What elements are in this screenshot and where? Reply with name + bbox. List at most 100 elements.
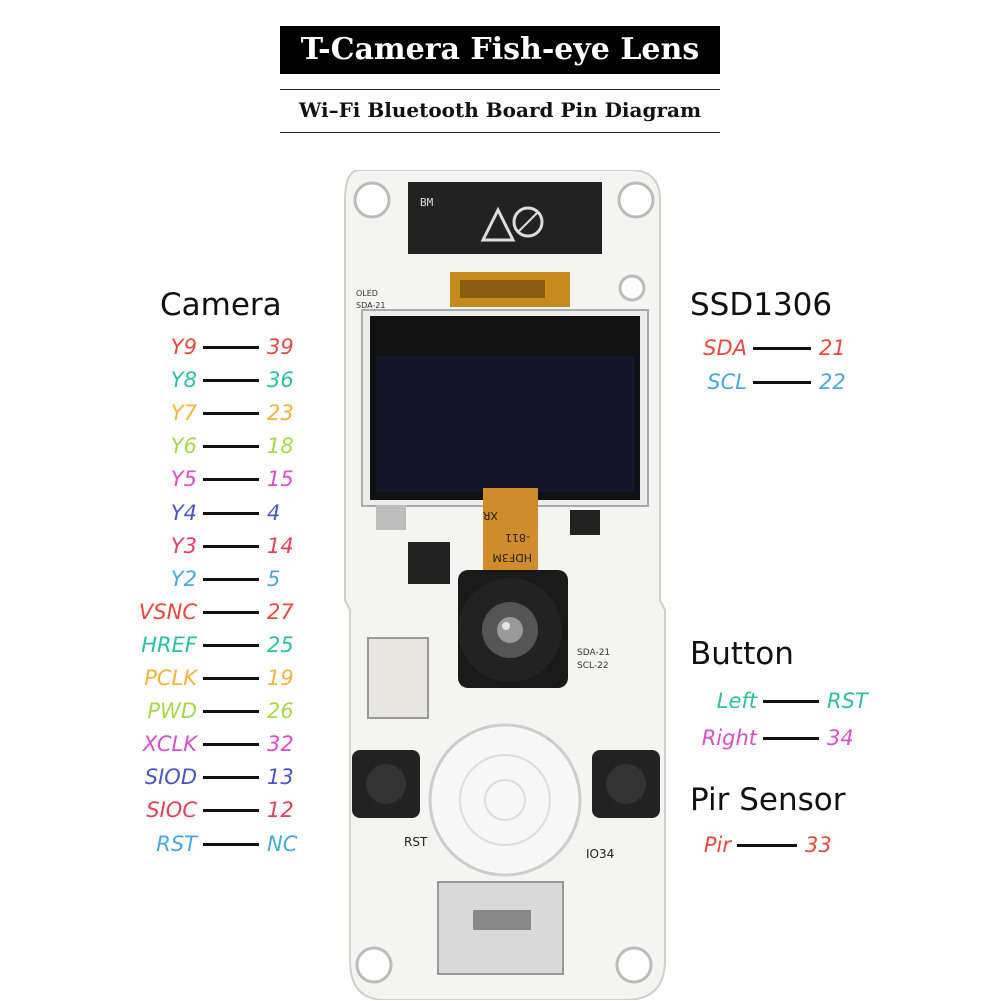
t-camera-board-illustration: BM OLED SDA-21 XR -811 HDF3M SDA-21 SCL-… (344, 170, 666, 1000)
pin-number-label: 4 (267, 500, 281, 525)
camera-pin-row: Y2 5 (125, 564, 325, 594)
pin-number-label: 23 (267, 401, 294, 426)
mounting-hole-top-left (353, 181, 391, 219)
pin-connector-line (203, 743, 259, 747)
button-section-title: Button (690, 636, 794, 672)
silk-sda-label: SDA-21 (577, 648, 610, 658)
pin-name-label: PWD (147, 699, 197, 724)
silk-scl-label: SCL-22 (577, 661, 609, 671)
silk-io34-label: IO34 (586, 847, 614, 861)
pin-number-label: NC (267, 831, 298, 856)
pin-number-label: 15 (267, 467, 294, 492)
pin-connector-line (203, 445, 259, 449)
pin-name-label: Y9 (170, 335, 197, 359)
pin-number-label: 39 (267, 335, 294, 359)
camera-pin-row: Y8 36 (125, 365, 325, 395)
pin-connector-line (763, 700, 819, 703)
pin-connector-line (753, 381, 811, 384)
mounting-hole-mid-right (618, 274, 646, 302)
pin-connector-line (203, 346, 259, 349)
oled-silk-label-sda: SDA-21 (356, 301, 385, 310)
camera-pin-row: VSNC 27 (125, 597, 325, 627)
pin-name-label: HREF (141, 632, 197, 657)
diagram-subtitle: Wi–Fi Bluetooth Board Pin Diagram (298, 98, 702, 122)
pin-name-label: Y5 (170, 467, 197, 492)
pir-pin-row: Pir 33 (675, 830, 875, 860)
pin-connector-line (203, 809, 259, 813)
pin-number-label: 12 (267, 798, 294, 823)
pin-name-label: SDA (703, 336, 747, 360)
esd-triangle-icon (480, 206, 516, 242)
oled-screen (376, 356, 634, 492)
pir-sensor-dome (428, 723, 582, 877)
cable-text-811: -811 (505, 531, 530, 544)
pin-name-label: Y4 (170, 500, 197, 525)
pin-name-label: Y2 (170, 566, 197, 591)
camera-pin-row: Y5 15 (125, 464, 325, 494)
pin-number-label: 25 (267, 632, 294, 657)
pin-connector-line (203, 643, 259, 647)
pin-connector-line (203, 577, 259, 581)
pin-number-label: 32 (267, 732, 294, 757)
pin-connector-line (203, 677, 259, 680)
pin-name-label: RST (156, 831, 197, 856)
cable-text-xr: XR (482, 509, 498, 522)
oled-silk-label: OLED (356, 289, 378, 298)
pin-name-label: VSNC (138, 599, 197, 624)
pin-name-label: Y7 (170, 401, 197, 426)
pin-name-label: Y3 (170, 533, 197, 558)
pin-name-label: Left (716, 689, 757, 713)
pin-name-label: SCL (707, 370, 747, 394)
pin-connector-line (203, 544, 259, 548)
ssd1306-section-title: SSD1306 (690, 287, 833, 323)
small-ic (570, 510, 600, 535)
subtitle-bottom-rule (280, 132, 720, 133)
pin-connector-line (203, 610, 259, 614)
pin-number-label: 5 (267, 566, 281, 591)
mounting-hole-bottom-right (615, 946, 653, 984)
pin-connector-line (737, 844, 797, 847)
pir-section-title: Pir Sensor (690, 782, 846, 818)
camera-pin-row: Y7 23 (125, 398, 325, 428)
pin-number-label: 33 (805, 833, 832, 857)
pin-name-label: Y6 (170, 434, 197, 459)
esd-label-text: BM (420, 196, 434, 209)
camera-section-title: Camera (160, 287, 282, 323)
pin-name-label: XCLK (142, 732, 197, 757)
pin-connector-line (203, 379, 259, 383)
pin-connector-line (203, 511, 259, 515)
pin-name-label: Y8 (170, 368, 197, 393)
pin-number-label: RST (827, 689, 868, 713)
camera-pin-row: Y3 14 (125, 531, 325, 561)
lead-free-icon (512, 206, 544, 238)
camera-pin-row: RST NC (125, 829, 325, 859)
subtitle-top-rule (280, 89, 720, 90)
pin-name-label: SIOD (144, 765, 197, 790)
button-pin-row: Left RST (675, 686, 885, 716)
camera-pin-row: SIOD 13 (125, 762, 325, 792)
pin-name-label: Right (701, 726, 757, 750)
diagram-title: T-Camera Fish-eye Lens (280, 26, 720, 74)
pin-number-label: 13 (267, 765, 294, 790)
pin-number-label: 27 (267, 599, 294, 624)
pin-number-label: 19 (267, 666, 294, 690)
pin-number-label: 22 (819, 370, 846, 394)
ssd1306-pin-row: SCL 22 (675, 367, 875, 397)
cable-text-hdf3m: HDF3M (492, 551, 532, 564)
pin-name-label: Pir (703, 833, 731, 857)
pin-connector-line (203, 412, 259, 416)
mounting-hole-bottom-left (355, 946, 393, 984)
pin-connector-line (203, 478, 259, 482)
pin-number-label: 14 (267, 533, 294, 558)
esd-warning-label (408, 182, 602, 254)
jst-connector (367, 637, 429, 719)
pin-number-label: 36 (267, 368, 294, 393)
camera-pin-row: XCLK 32 (125, 729, 325, 759)
pin-connector-line (203, 776, 259, 780)
